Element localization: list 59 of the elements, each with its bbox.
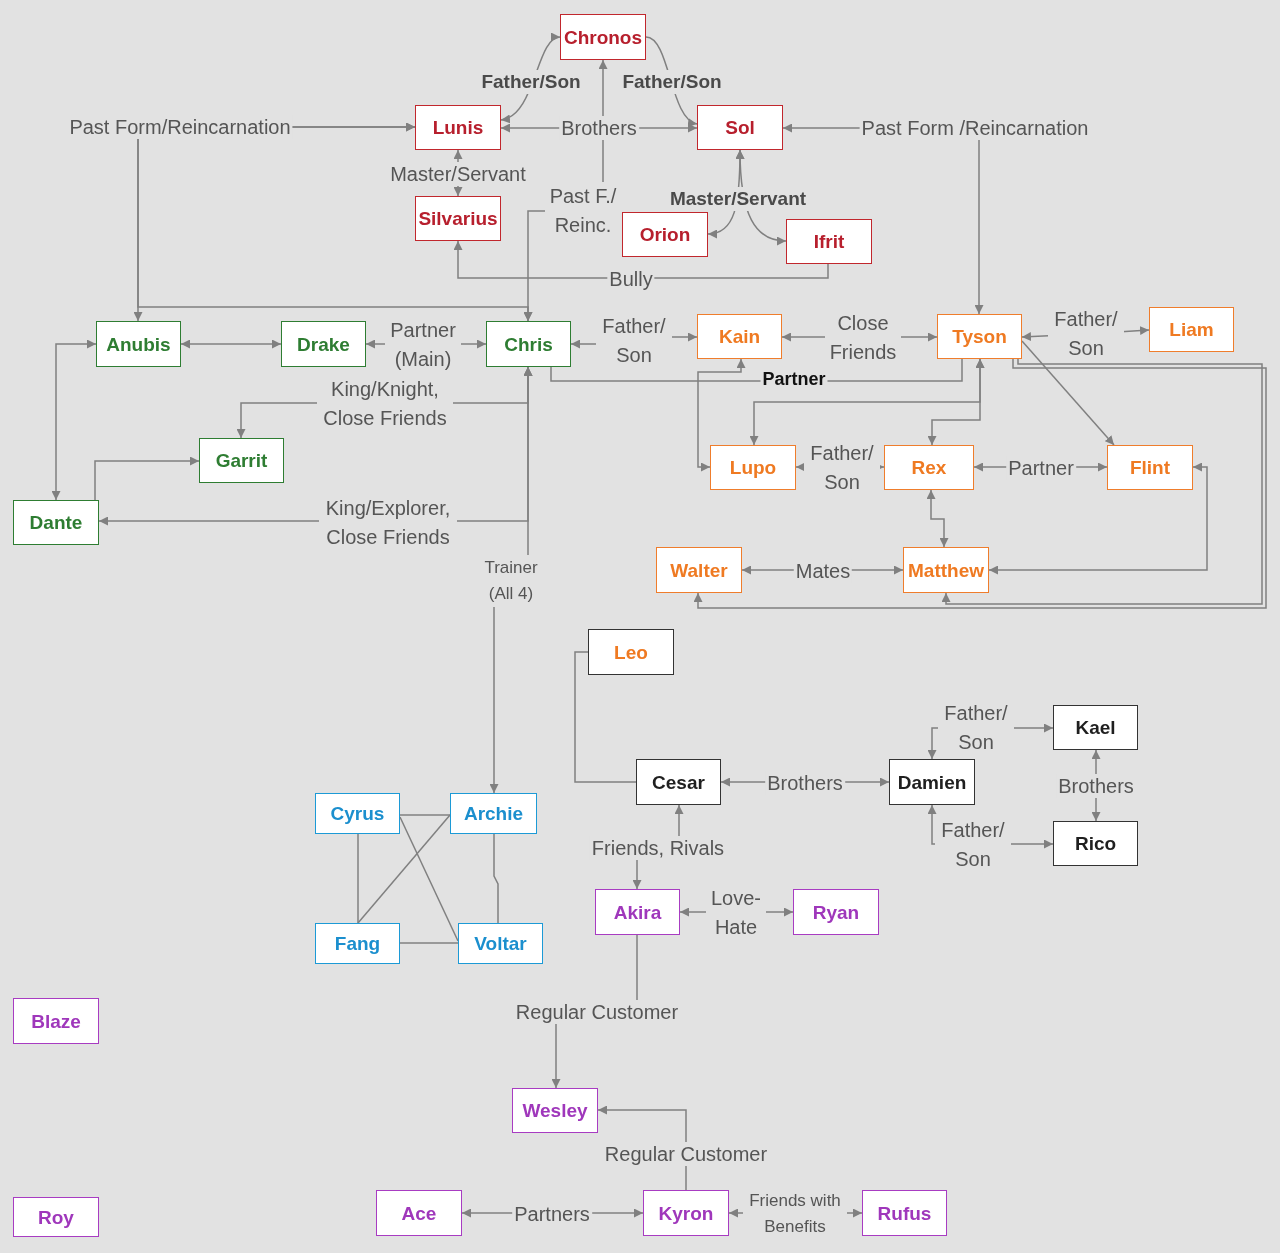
arrow [693,358,1267,609]
character-box: Walter [656,547,742,593]
character-box: Chris [486,321,571,367]
character-box: Ryan [793,889,879,935]
character-box: Dante [13,500,99,545]
arrow [180,339,282,349]
character-box: Ifrit [786,219,872,264]
character-box: Orion [622,212,708,257]
edge-label: Brothers [1056,774,1136,798]
arrow [927,358,985,446]
character-box: Wesley [512,1088,598,1133]
connector-line [399,816,459,942]
arrow [941,358,1263,605]
character-box: Roy [13,1197,99,1237]
character-box: Akira [595,889,680,935]
character-box: Liam [1149,307,1234,352]
connector-line [399,942,459,944]
connector-line [574,651,637,783]
character-box: Lupo [710,445,796,490]
connector-line [357,814,451,924]
character-box: Matthew [903,547,989,593]
character-box: Kyron [643,1190,729,1236]
character-box: Cesar [636,759,721,805]
connector-line [399,814,451,816]
character-box: Archie [450,793,537,834]
character-box: Rex [884,445,974,490]
arrow [51,339,97,501]
character-box: Cyrus [315,793,400,834]
character-box: Chronos [560,14,646,60]
edge-label: Master/Servant [388,162,528,186]
character-box: Leo [588,629,674,675]
character-box: Tyson [937,314,1022,359]
character-box: Ace [376,1190,462,1236]
character-box: Rufus [862,1190,947,1236]
character-box: Damien [889,759,975,805]
arrow [926,489,949,548]
character-box: Silvarius [415,196,501,241]
connector-line [357,833,359,924]
character-box: Kain [697,314,782,359]
arrow [1021,340,1115,446]
edge-label: Brothers [559,116,639,140]
character-box: Garrit [199,438,284,483]
arrow [94,456,200,501]
edge-label: Father/Son [479,70,583,94]
character-box: Lunis [415,105,501,150]
character-box: Sol [697,105,783,150]
character-box: Fang [315,923,400,964]
character-box: Voltar [458,923,543,964]
character-box: Drake [281,321,366,367]
character-box: Kael [1053,705,1138,750]
character-box: Blaze [13,998,99,1044]
edge-label: Father/Son [620,70,724,94]
arrow [697,358,746,472]
arrow [453,240,829,279]
connector-line [493,833,499,924]
arrow [988,462,1208,575]
character-box: Flint [1107,445,1193,490]
character-box: Rico [1053,821,1138,866]
character-box: Anubis [96,321,181,367]
